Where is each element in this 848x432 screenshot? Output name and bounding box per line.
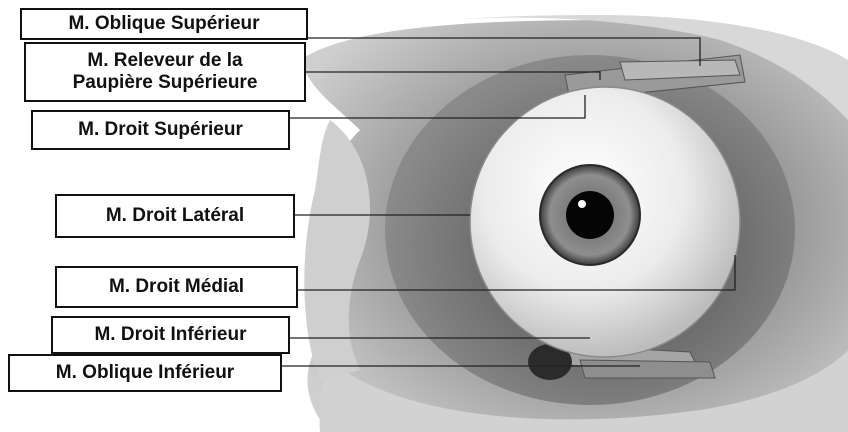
label-oblique-superieur: M. Oblique Supérieur: [20, 8, 308, 40]
inferior-oblique-muscle: [580, 360, 715, 378]
label-droit-superieur: M. Droit Supérieur: [31, 110, 290, 150]
label-droit-inferieur: M. Droit Inférieur: [51, 316, 290, 354]
label-releveur-line2: Paupière Supérieure: [73, 72, 258, 94]
pupil-highlight: [578, 200, 586, 208]
label-oblique-inferieur: M. Oblique Inférieur: [8, 354, 282, 392]
pupil: [566, 191, 614, 239]
label-droit-lateral: M. Droit Latéral: [55, 194, 295, 238]
label-releveur-paupiere: M. Releveur de la Paupière Supérieure: [24, 42, 306, 102]
label-droit-medial: M. Droit Médial: [55, 266, 298, 308]
label-releveur-line1: M. Releveur de la: [87, 50, 242, 72]
